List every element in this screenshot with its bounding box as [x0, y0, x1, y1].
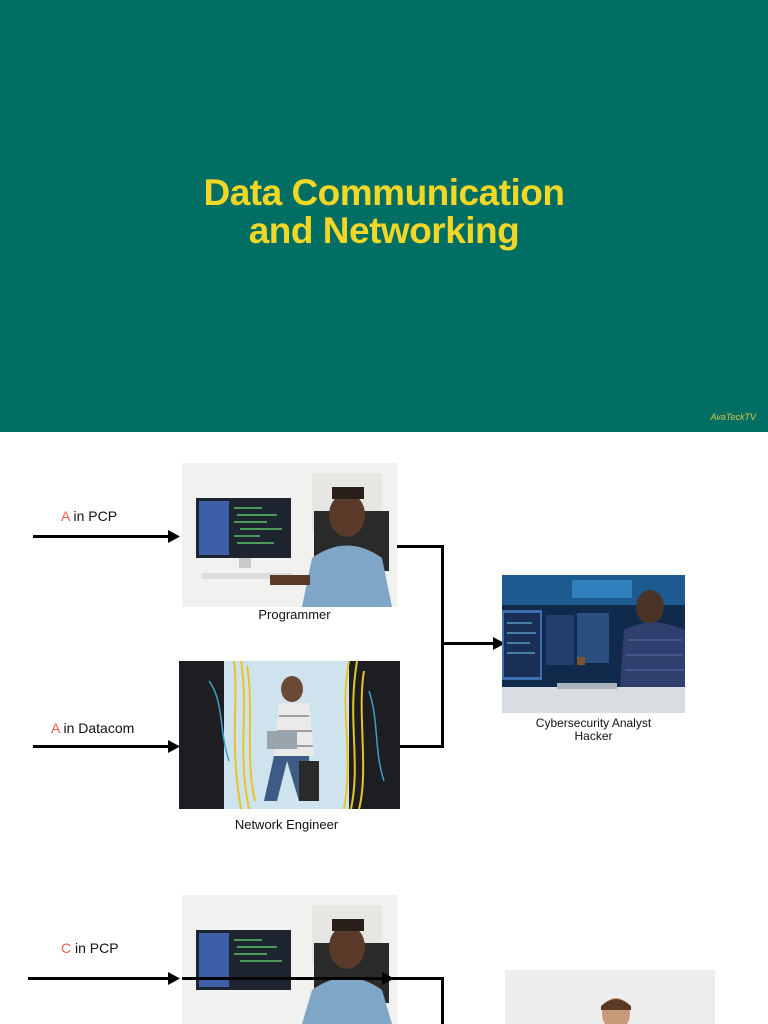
input-text: in PCP	[69, 508, 118, 524]
input-text: in PCP	[71, 940, 119, 956]
programmer-photo-2	[182, 895, 397, 1024]
slide-title-line-2: and Networking	[248, 210, 520, 251]
cybersecurity-analyst-photo	[502, 575, 685, 713]
connector-top	[397, 545, 444, 548]
grade-a: A	[51, 720, 60, 736]
connector-to-result	[444, 642, 496, 645]
arrowhead-icon	[168, 530, 180, 543]
arrow-line-c-pcp	[28, 977, 171, 980]
input-text: in Datacom	[59, 720, 135, 736]
arrow-line-pcp	[33, 535, 171, 538]
photo-caption-network-engineer: Network Engineer	[234, 817, 339, 832]
connector-bottom	[400, 745, 444, 748]
watermark: AvaTeckTV	[710, 412, 756, 422]
input-label-c-pcp: C in PCP	[61, 940, 119, 956]
arrow-line-datacom	[33, 745, 171, 748]
input-label-a-datacom: A in Datacom	[51, 720, 134, 736]
connector-vertical-2	[441, 977, 444, 1024]
result-caption-line-1: Cybersecurity Analyst	[535, 716, 652, 730]
grade-c: C	[61, 940, 72, 956]
network-engineer-photo	[179, 661, 400, 809]
connector-top-2	[182, 977, 444, 980]
arrowhead-icon	[168, 972, 180, 985]
result-caption-line-2: Hacker	[574, 729, 613, 743]
result-photo-2	[505, 970, 715, 1024]
connector-vertical	[441, 545, 444, 748]
slide-title-line-1: Data Communication	[203, 172, 565, 213]
arrowhead-icon	[382, 972, 394, 985]
title-slide: Data Communication and Networking AvaTec…	[0, 0, 768, 432]
input-label-a-pcp: A in PCP	[61, 508, 117, 524]
result-caption: Cybersecurity Analyst Hacker	[502, 717, 685, 743]
photo-caption-programmer: Programmer	[258, 607, 331, 622]
programmer-photo	[182, 463, 397, 607]
grade-a: A	[61, 508, 70, 524]
arrowhead-icon	[493, 637, 505, 650]
arrowhead-icon	[168, 740, 180, 753]
